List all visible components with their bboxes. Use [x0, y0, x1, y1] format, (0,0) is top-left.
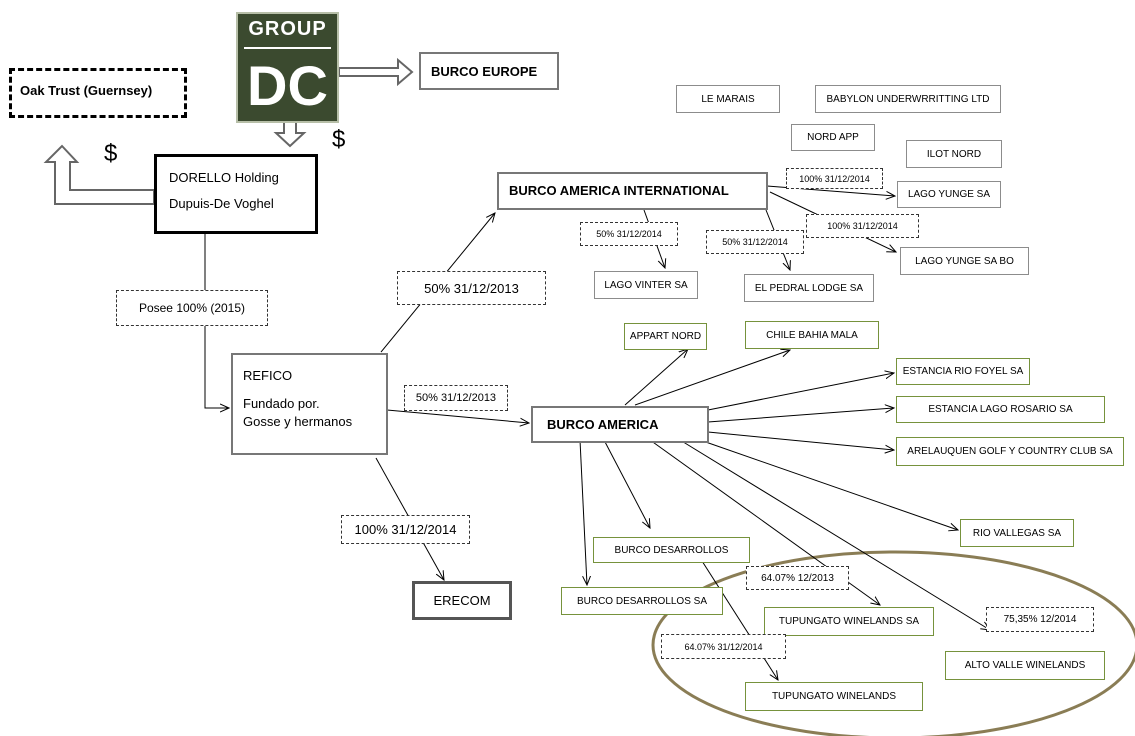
- label-refico-to-ba: 50% 31/12/2013: [404, 385, 508, 411]
- ba-to-arelauquen-connector: [707, 431, 894, 450]
- arelauquen-node: ARELAUQUEN GOLF Y COUNTRY CLUB SA: [896, 437, 1124, 466]
- ba-to-rio-foyel-connector: [707, 373, 894, 411]
- burco-desarrollos-sa-node: BURCO DESARROLLOS SA: [561, 587, 723, 615]
- lago-vinter-node: LAGO VINTER SA: [594, 271, 698, 299]
- dollar-sign-left: $: [104, 140, 118, 167]
- rio-vallegas-node: RIO VALLEGAS SA: [960, 519, 1074, 547]
- ba-to-rio-vallegas-connector: [699, 439, 958, 530]
- oak-trust-node: Oak Trust (Guernsey): [9, 68, 187, 118]
- dorello-line2: Dupuis-De Voghel: [169, 196, 274, 211]
- label-bai-to-lago-vinter: 50% 31/12/2014: [580, 222, 678, 246]
- refico-line1: REFICO: [243, 368, 293, 383]
- label-bai-to-lago-yunge-bo: 100% 31/12/2014: [806, 214, 919, 238]
- nord-app-node: NORD APP: [791, 124, 875, 151]
- ba-to-chile-bahia-connector: [634, 350, 790, 406]
- label-refico-to-erecom: 100% 31/12/2014: [341, 515, 470, 544]
- appart-nord-node: APPART NORD: [624, 323, 707, 350]
- le-marais-node: LE MARAIS: [676, 85, 780, 113]
- ba-to-burco-desarrollos-connector: [603, 439, 650, 528]
- ilot-nord-node: ILOT NORD: [906, 140, 1002, 168]
- babylon-node: BABYLON UNDERWRRITTING LTD: [815, 85, 1001, 113]
- burco-america-node: BURCO AMERICA: [531, 406, 709, 443]
- label-bai-to-el-pedral: 50% 31/12/2014: [706, 230, 804, 254]
- logo-line1: GROUP: [248, 18, 327, 40]
- rio-foyel-node: ESTANCIA RIO FOYEL SA: [896, 358, 1030, 385]
- lago-yunge-node: LAGO YUNGE SA: [897, 181, 1001, 208]
- burco-europe-node: BURCO EUROPE: [419, 52, 559, 90]
- refico-node: REFICO Fundado por. Gosse y hermanos: [231, 353, 388, 455]
- logo-line2: DC: [247, 54, 328, 117]
- ba-to-appart-nord-connector: [624, 349, 688, 406]
- ba-to-alto-valle-connector: [679, 439, 990, 630]
- label-posee: Posee 100% (2015): [116, 290, 268, 326]
- tupungato-sa-node: TUPUNGATO WINELANDS SA: [764, 607, 934, 636]
- dorello-line1: DORELLO Holding: [169, 170, 279, 185]
- refico-line2: Fundado por.: [243, 396, 320, 411]
- burco-desarrollos-node: BURCO DESARROLLOS: [593, 537, 750, 563]
- label-tupungato: 64.07% 31/12/2014: [661, 634, 786, 659]
- label-alto-valle: 75,35% 12/2014: [986, 607, 1094, 632]
- chile-bahia-node: CHILE BAHIA MALA: [745, 321, 879, 349]
- group-dc-logo: GROUP DC: [236, 12, 339, 123]
- el-pedral-node: EL PEDRAL LODGE SA: [744, 274, 874, 302]
- erecom-node: ERECOM: [412, 581, 512, 620]
- tupungato-node: TUPUNGATO WINELANDS: [745, 682, 923, 711]
- winelands-highlight-ellipse: [651, 550, 1135, 736]
- logo-separator: [244, 47, 331, 49]
- bai-node: BURCO AMERICA INTERNATIONAL: [497, 172, 768, 210]
- lago-rosario-node: ESTANCIA LAGO ROSARIO SA: [896, 396, 1105, 423]
- dollar-sign-right: $: [332, 126, 346, 153]
- refico-to-burco-america-connector: [386, 409, 529, 423]
- alto-valle-node: ALTO VALLE WINELANDS: [945, 651, 1105, 680]
- logo-to-burco-europe-arrow: [338, 57, 414, 87]
- ba-to-lago-rosario-connector: [707, 408, 894, 423]
- refico-line3: Gosse y hermanos: [243, 414, 353, 429]
- dorello-to-oak-trust-arrow: [43, 144, 155, 205]
- label-bai-to-lago-yunge: 100% 31/12/2014: [786, 168, 883, 189]
- label-refico-to-bai: 50% 31/12/2013: [397, 271, 546, 305]
- ba-to-burco-desarrollos-sa-connector: [579, 439, 587, 585]
- label-tupungato-sa: 64.07% 12/2013: [746, 566, 849, 590]
- dorello-node: DORELLO Holding Dupuis-De Voghel: [154, 154, 318, 234]
- lago-yunge-bo-node: LAGO YUNGE SA BO: [900, 247, 1029, 275]
- bd-to-tupungato-connector: [701, 560, 778, 680]
